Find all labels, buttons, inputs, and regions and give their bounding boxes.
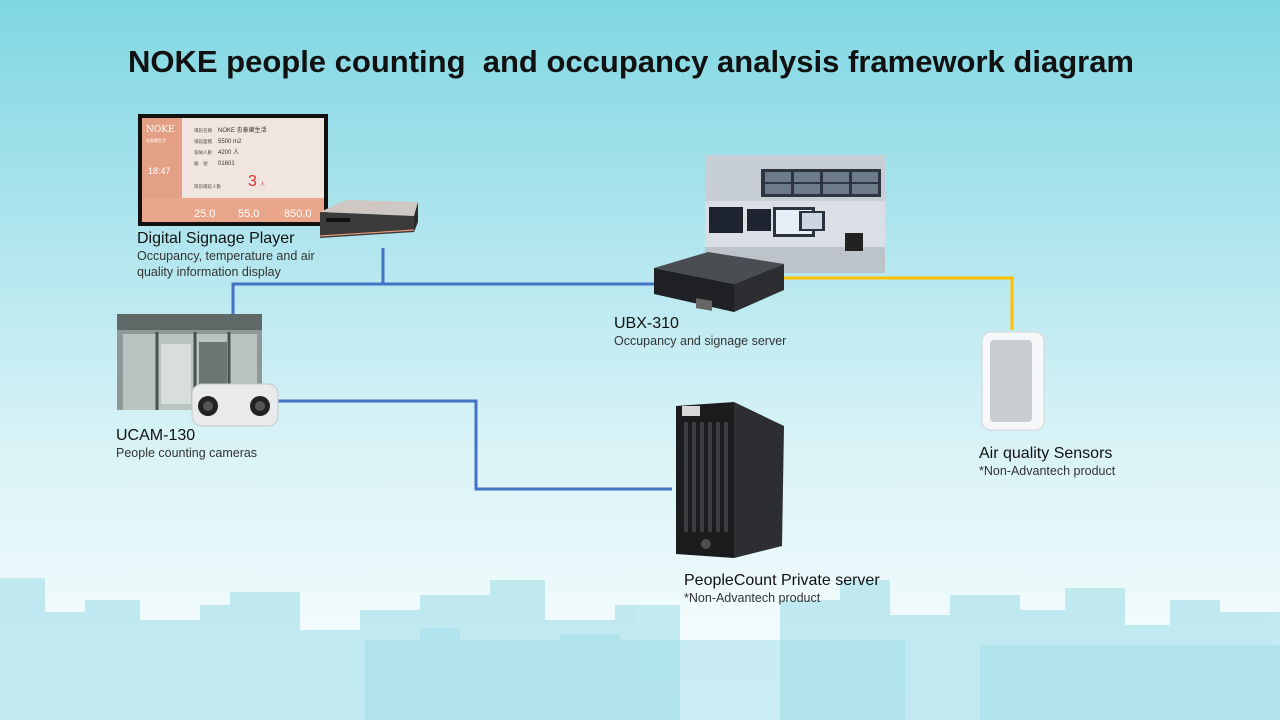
ucam-label: UCAM-130 People counting cameras: [116, 426, 257, 461]
ucam-entrance-photo: [117, 314, 262, 410]
ubx-to-sensor-link: [776, 276, 1014, 330]
screen-reading: 25.0: [194, 208, 215, 220]
air-label: Air quality Sensors *Non-Advantech produ…: [979, 444, 1115, 479]
screen-row-label: 編 號: [194, 160, 208, 167]
screen-count-unit: 人: [260, 182, 265, 188]
screen-count-label: 目前場館人數: [194, 183, 221, 190]
ubx-label: UBX-310 Occupancy and signage server: [614, 314, 786, 349]
page-title: NOKE people counting and occupancy analy…: [127, 44, 1135, 79]
camera-to-server-link: [278, 399, 672, 491]
screen-row-value: 4200 人: [218, 149, 239, 156]
ubx-310-device-image: [654, 252, 784, 312]
screen-brand-sub: 忠泰樂生活: [146, 137, 166, 143]
air-quality-sensor-image: [981, 331, 1045, 431]
air-name: Air quality Sensors: [979, 445, 1113, 462]
signage-label: Digital Signage Player Occupancy, temper…: [137, 229, 315, 280]
screen-row-label: 場館名稱: [194, 127, 212, 134]
screen-reading: 850.0: [284, 208, 312, 220]
screen-row-label: 場館面積: [194, 138, 212, 145]
ubx-office-photo: [705, 155, 885, 273]
signage-name: Digital Signage Player: [137, 230, 295, 247]
air-desc-line: *Non-Advantech product: [979, 464, 1116, 478]
screen-reading: 55.0: [238, 208, 259, 220]
screen-row-label: 容納人數: [194, 149, 212, 156]
lan-trunk-link: [231, 282, 660, 314]
signage-desc-line: Occupancy, temperature and air: [137, 249, 315, 263]
ucam-130-device-image: [191, 383, 279, 427]
ucam-desc-line: People counting cameras: [116, 446, 258, 460]
signage-screen-image: NOKE 忠泰樂生活 18:47 場館名稱 NOKE 忠泰樂生活 場館面積 55…: [138, 114, 328, 226]
screen-time: 18:47: [148, 166, 171, 176]
screen-count-value: 3: [248, 173, 257, 190]
server-label: PeopleCount Private server *Non-Advantec…: [684, 571, 880, 606]
signage-desc-line: quality information display: [137, 265, 281, 279]
signage-player-device-image: [319, 200, 418, 238]
screen-row-value: NOKE 忠泰樂生活: [218, 126, 267, 134]
screen-row-value: 5500 m2: [218, 139, 242, 145]
ucam-name: UCAM-130: [116, 427, 196, 444]
server-desc-line: *Non-Advantech product: [684, 591, 821, 605]
screen-brand: NOKE: [146, 125, 175, 135]
ubx-name: UBX-310: [614, 315, 679, 332]
server-name: PeopleCount Private server: [684, 572, 880, 589]
peoplecount-server-image: [676, 402, 784, 558]
screen-row-value: 01601: [218, 161, 235, 167]
ubx-desc-line: Occupancy and signage server: [614, 334, 787, 348]
